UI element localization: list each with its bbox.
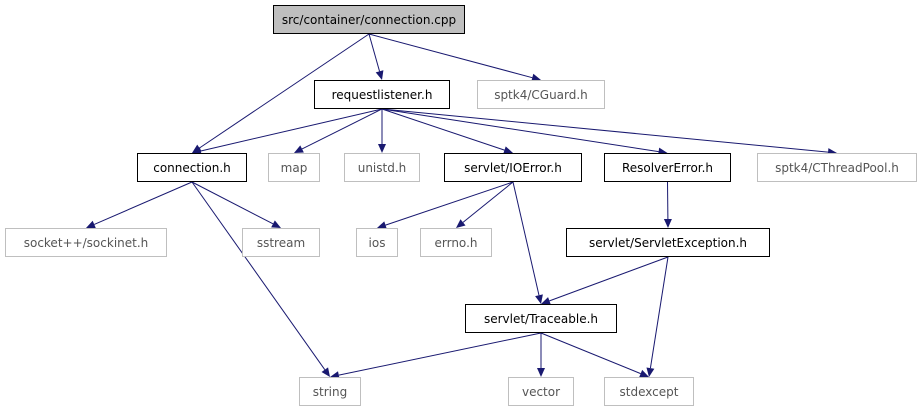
node-errno: errno.h xyxy=(420,228,492,257)
node-root-file[interactable]: src/container/connection.cpp xyxy=(273,5,465,34)
arrowhead-ioerror-to-errno xyxy=(456,219,466,228)
arrowhead-requestlistener-to-connection xyxy=(192,147,202,155)
edge-requestlistener-to-connection xyxy=(200,108,383,152)
node-ioerror[interactable]: servlet/IOError.h xyxy=(444,153,582,182)
arrowhead-servletexception-to-stdexcept xyxy=(646,367,655,377)
arrowhead-requestlistener-to-map xyxy=(294,145,304,153)
arrowhead-connection-to-sstream xyxy=(271,220,281,228)
arrowhead-resolvererror-to-servletexception xyxy=(663,218,672,228)
arrowhead-traceable-to-stdexcept xyxy=(639,369,649,378)
arrowhead-ioerror-to-traceable xyxy=(535,294,543,304)
arrowhead-ioerror-to-ios xyxy=(377,221,387,229)
arrowhead-traceable-to-vector xyxy=(537,368,545,377)
edge-root-to-cguard xyxy=(368,33,533,79)
arrowhead-requestlistener-to-ioerror xyxy=(503,146,513,154)
node-ios: ios xyxy=(356,228,398,257)
node-traceable[interactable]: servlet/Traceable.h xyxy=(465,304,617,333)
node-stdexcept: stdexcept xyxy=(604,377,694,406)
edge-ioerror-to-traceable xyxy=(512,181,540,296)
node-resolvererror[interactable]: ResolverError.h xyxy=(604,153,731,182)
node-connection[interactable]: connection.h xyxy=(137,153,247,182)
edge-connection-to-sstream xyxy=(191,181,274,225)
node-string: string xyxy=(299,377,361,406)
edge-requestlistener-to-map xyxy=(301,108,383,150)
edge-root-to-connection xyxy=(199,33,370,149)
arrowhead-requestlistener-to-unistd xyxy=(378,144,386,153)
node-servletexception[interactable]: servlet/ServletException.h xyxy=(566,228,770,257)
arrowhead-connection-to-sockinet xyxy=(86,220,96,229)
arrowhead-root-to-cguard xyxy=(531,73,541,82)
arrowhead-connection-to-string xyxy=(321,367,330,377)
edge-servletexception-to-traceable xyxy=(549,256,669,302)
edge-requestlistener-to-cthreadpool xyxy=(381,108,829,153)
node-unistd: unistd.h xyxy=(344,153,420,182)
node-map: map xyxy=(268,153,320,182)
arrowhead-servletexception-to-traceable xyxy=(541,297,551,305)
edge-ioerror-to-ios xyxy=(385,181,514,226)
node-requestlistener[interactable]: requestlistener.h xyxy=(314,80,450,109)
node-vector: vector xyxy=(508,377,574,406)
arrowhead-root-to-requestlistener xyxy=(375,70,384,80)
node-sockinet: socket++/sockinet.h xyxy=(5,228,167,257)
edge-connection-to-string xyxy=(191,181,326,370)
edge-ioerror-to-errno xyxy=(462,181,514,223)
edge-traceable-to-string xyxy=(338,332,542,376)
edge-traceable-to-stdexcept xyxy=(540,332,641,375)
edge-requestlistener-to-resolvererror xyxy=(381,108,659,153)
edge-root-to-requestlistener xyxy=(368,33,381,72)
edge-connection-to-sockinet xyxy=(94,181,193,225)
node-sstream: sstream xyxy=(242,228,320,257)
edge-servletexception-to-stdexcept xyxy=(649,256,669,369)
node-cguard: sptk4/CGuard.h xyxy=(477,80,605,109)
edge-requestlistener-to-ioerror xyxy=(381,108,505,151)
node-cthreadpool: sptk4/CThreadPool.h xyxy=(757,153,917,182)
